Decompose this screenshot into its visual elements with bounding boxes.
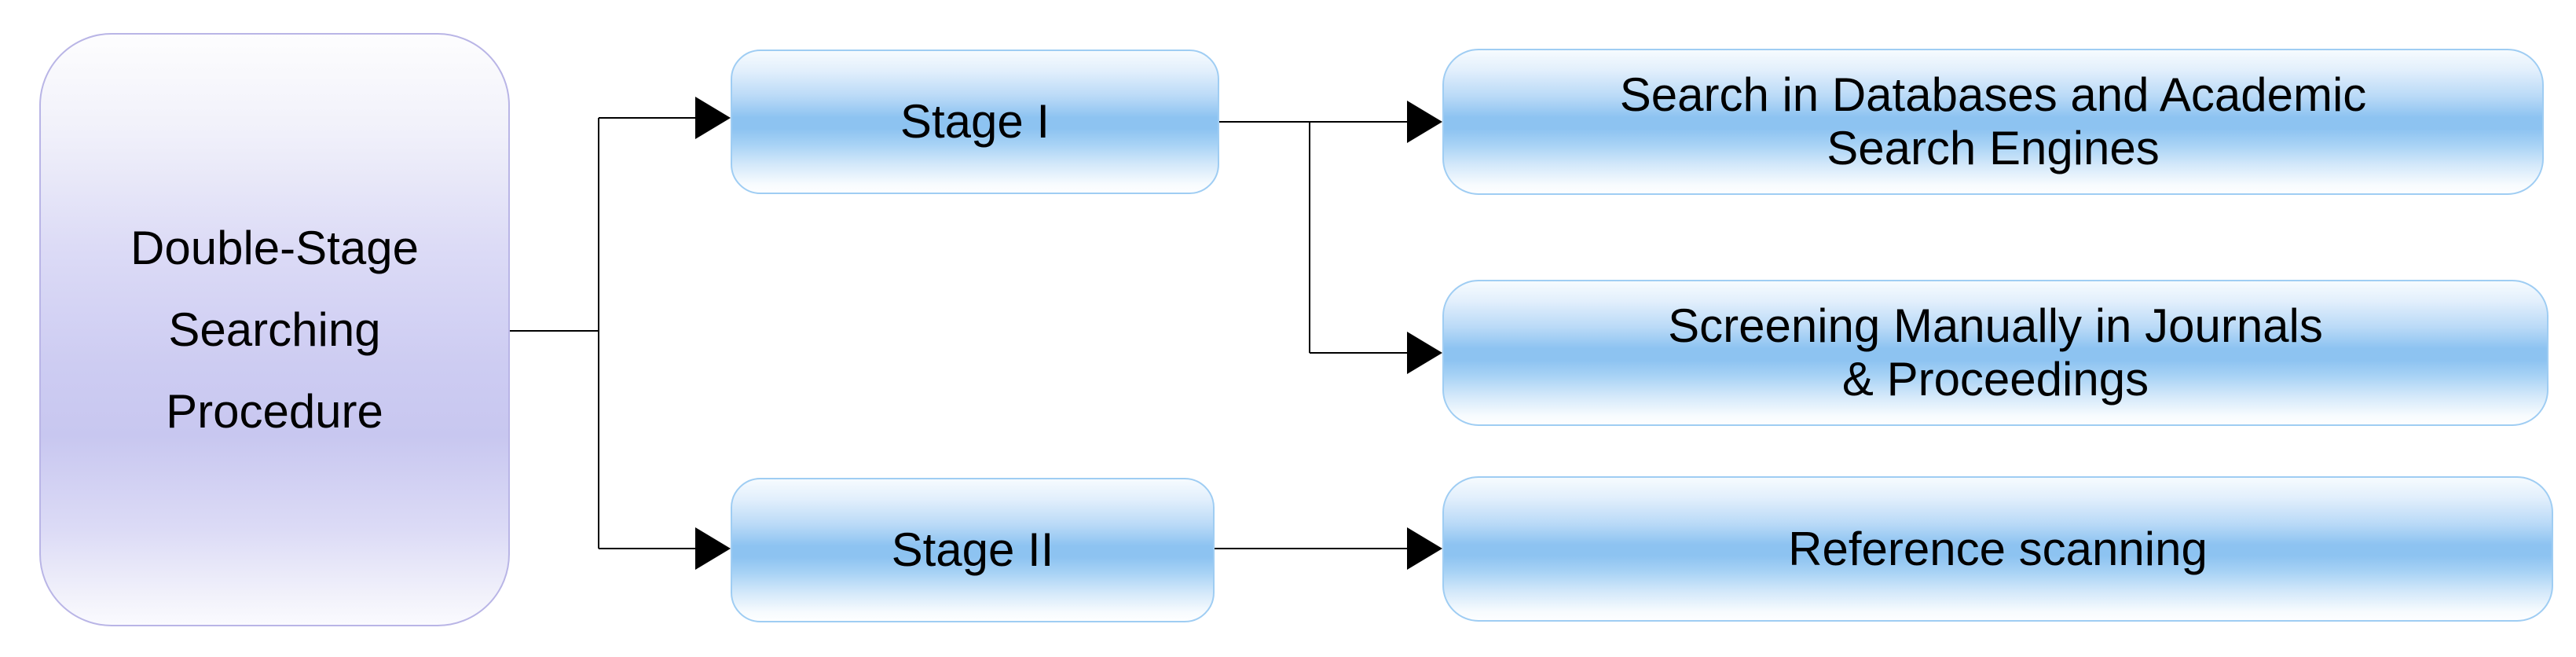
node-search-in-databases: Search in Databases and Academic Search … xyxy=(1442,49,2544,195)
node-label: Screening Manually in Journals & Proceed… xyxy=(1444,299,2547,406)
connector-line-trunk-vertical xyxy=(598,118,599,549)
node-reference-scanning: Reference scanning xyxy=(1442,476,2553,622)
node-double-stage-searching-procedure: Double-Stage Searching Procedure xyxy=(39,33,510,626)
node-label: Reference scanning xyxy=(1444,523,2552,576)
node-label: Stage II xyxy=(891,523,1054,576)
label-line: Search in Databases and Academic xyxy=(1619,68,2367,121)
label-line: Double-Stage xyxy=(130,221,419,274)
node-label: Search in Databases and Academic Search … xyxy=(1444,68,2542,175)
arrowhead-right-icon xyxy=(1407,527,1442,570)
connector-line-stage1-branch-vertical xyxy=(1309,122,1310,353)
node-label: Double-Stage Searching Procedure xyxy=(41,207,508,453)
arrowhead-right-icon xyxy=(695,527,731,570)
connector-line-trunk-to-stage2 xyxy=(599,548,695,549)
label-line: Screening Manually in Journals xyxy=(1668,299,2323,352)
label-line: Reference scanning xyxy=(1788,522,2208,575)
label-line: Search Engines xyxy=(1827,122,2160,174)
label-line: & Proceedings xyxy=(1841,353,2149,406)
node-label: Stage I xyxy=(900,95,1050,148)
label-line: Procedure xyxy=(166,384,383,438)
node-stage-1: Stage I xyxy=(731,50,1219,194)
connector-line-root-to-trunk xyxy=(510,330,599,332)
node-stage-2: Stage II xyxy=(731,478,1215,622)
arrowhead-right-icon xyxy=(1407,101,1442,143)
connector-line-stage1-to-leaf1 xyxy=(1219,121,1407,123)
connector-line-trunk-to-stage1 xyxy=(599,117,695,119)
connector-line-stage2-to-leaf3 xyxy=(1215,548,1407,549)
label-line: Searching xyxy=(168,303,381,356)
node-screening-manually: Screening Manually in Journals & Proceed… xyxy=(1442,280,2549,426)
arrowhead-right-icon xyxy=(695,97,731,139)
connector-line-branch-to-leaf2 xyxy=(1310,352,1407,354)
arrowhead-right-icon xyxy=(1407,332,1442,374)
